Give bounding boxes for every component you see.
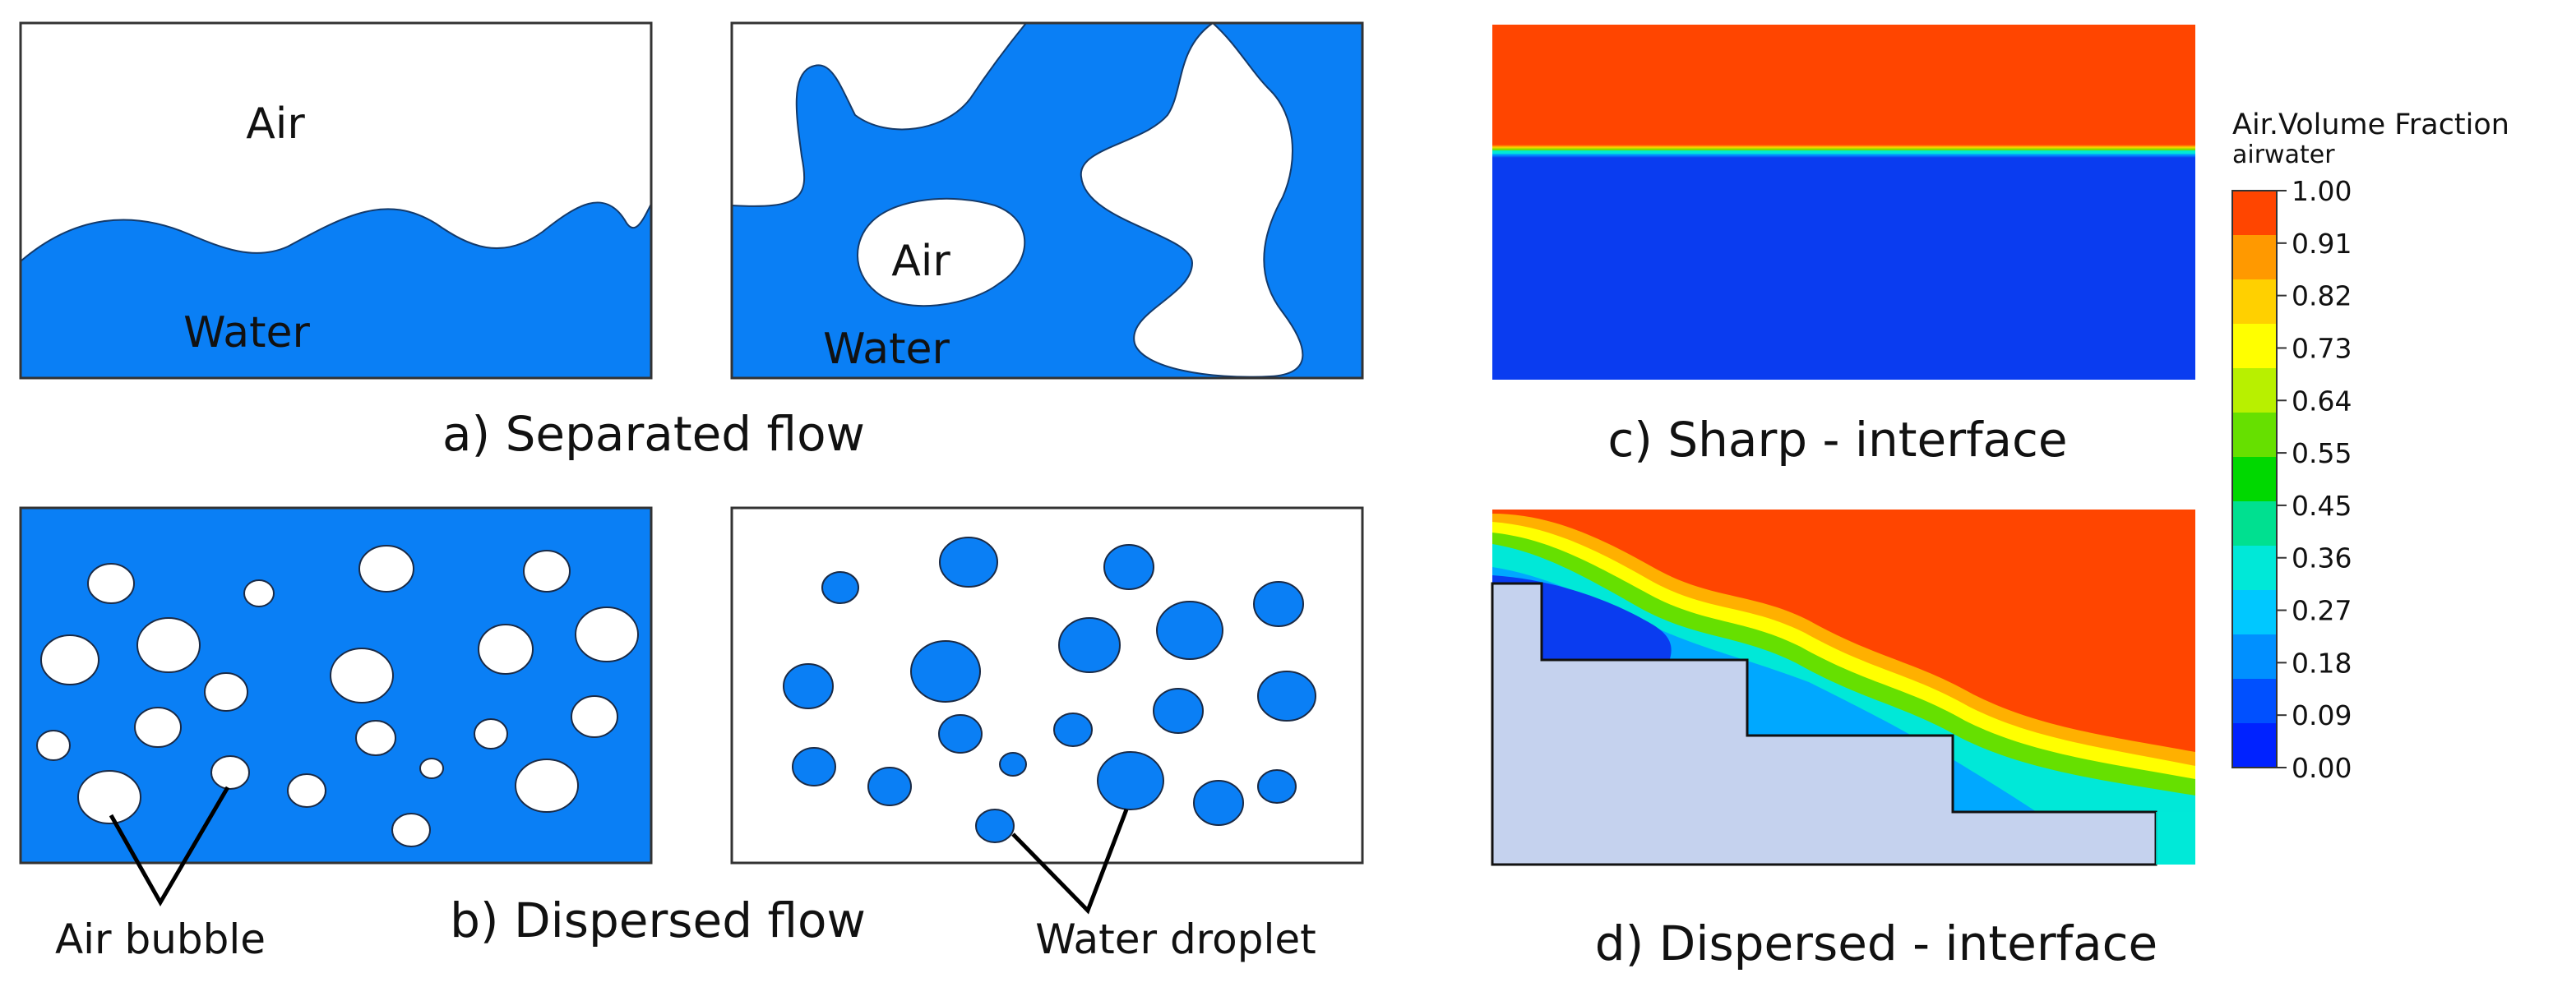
colorbar-swatch [2232, 590, 2277, 635]
droplet-callout-line [1011, 809, 1129, 915]
caption-d: d) Dispersed - interface [1595, 916, 2157, 971]
water-label-right: Water [823, 325, 950, 374]
bubble-callout-line [109, 786, 230, 907]
colorbar-swatch [2232, 501, 2277, 547]
water-droplet [1156, 601, 1223, 660]
air-bubble [575, 606, 639, 662]
air-bubble [40, 634, 99, 685]
air-phase [1492, 25, 2195, 148]
air-bubble [87, 563, 135, 604]
air-bubble [243, 579, 275, 607]
colorbar-swatch [2232, 368, 2277, 413]
panel-b-right-air [730, 506, 1364, 865]
water-droplet [792, 747, 836, 786]
colorbar-subtitle: airwater [2232, 141, 2335, 169]
air-bubble [419, 758, 444, 779]
water-droplet [975, 809, 1015, 843]
water-droplet [1103, 544, 1154, 590]
air-bubble [523, 550, 571, 593]
colorbar-title: Air.Volume Fraction [2232, 108, 2509, 141]
water-droplet [938, 714, 983, 754]
colorbar-swatch [2232, 679, 2277, 724]
air-bubble [136, 617, 201, 673]
colorbar-tick-label: 0.09 [2292, 699, 2352, 731]
colorbar-swatch [2232, 723, 2277, 768]
colorbar-ticks: 1.00 0.91 0.82 0.73 0.64 0.55 0.45 0.36 0.27 0.18… [2277, 175, 2352, 784]
colorbar-tick-label: 0.27 [2292, 595, 2352, 627]
water-droplet [1058, 617, 1121, 673]
colorbar-tick-label: 0.55 [2292, 437, 2352, 469]
colorbar-frame [2231, 190, 2278, 768]
air-bubble [287, 773, 326, 808]
water-droplet [939, 537, 998, 588]
water-droplet [1253, 581, 1304, 627]
air-bubble [391, 813, 431, 847]
air-label-right: Air [891, 237, 950, 286]
air-bubble [134, 707, 182, 748]
water-droplet [1193, 780, 1244, 826]
colorbar-swatch [2232, 457, 2277, 502]
panel-d-dispersed-interface [1491, 510, 2195, 866]
colorbar-swatch [2232, 235, 2277, 280]
air-bubble [36, 730, 71, 761]
colorbar-swatch [2232, 279, 2277, 325]
panel-b-right: Water droplet [730, 506, 1364, 963]
air-bubble [204, 672, 248, 712]
air-bubbles [36, 545, 639, 847]
air-bubble [77, 770, 141, 824]
colorbar-tick-label: 0.73 [2292, 332, 2352, 364]
air-bubble [474, 718, 508, 749]
water-droplet [867, 767, 912, 806]
water-droplet [910, 640, 981, 703]
air-pocket-top-left [731, 22, 1029, 207]
colorbar-swatches [2232, 191, 2277, 768]
air-pocket-center [857, 197, 1026, 307]
colorbar-swatch [2232, 546, 2277, 591]
air-bubble [571, 695, 618, 738]
colorbar-tick-label: 0.91 [2292, 228, 2352, 260]
colorbar-swatch [2232, 634, 2277, 680]
water-droplet-label: Water droplet [1035, 916, 1316, 963]
water-label: Water [183, 308, 310, 357]
water-droplet [999, 752, 1027, 777]
water-droplet [1097, 751, 1164, 810]
colorbar-swatch [2232, 324, 2277, 369]
water-droplet [1153, 688, 1204, 734]
colorbar-tick-label: 0.36 [2292, 542, 2352, 574]
colorbar-tick-label: 1.00 [2292, 175, 2352, 207]
panel-a-left: Air Water [19, 21, 653, 380]
water-droplet [783, 663, 834, 709]
panel-c-sharp-interface [1492, 25, 2195, 380]
air-bubble [210, 755, 250, 790]
air-bubble [515, 759, 579, 813]
air-bubble [358, 545, 414, 593]
air-bubble-label: Air bubble [55, 916, 266, 963]
colorbar-tick-label: 0.64 [2292, 385, 2352, 417]
colorbar-swatch [2232, 413, 2277, 458]
caption-a: a) Separated flow [442, 406, 865, 462]
water-droplet [1257, 671, 1316, 722]
colorbar: Air.Volume Fraction airwater 1.00 0.91 0.8… [2231, 108, 2509, 784]
colorbar-tick-label: 0.45 [2292, 490, 2352, 522]
air-bubble [330, 648, 394, 703]
air-label: Air [246, 99, 305, 149]
caption-b: b) Dispersed flow [450, 892, 866, 948]
water-droplet [1257, 769, 1297, 804]
colorbar-swatch [2232, 191, 2277, 236]
colorbar-tick-label: 0.18 [2292, 647, 2352, 679]
water-droplets [783, 537, 1316, 843]
water-droplet [821, 571, 859, 604]
air-bubble [478, 624, 534, 675]
colorbar-tick-label: 0.82 [2292, 280, 2352, 312]
air-bubble [355, 720, 396, 756]
caption-c: c) Sharp - interface [1607, 412, 2067, 468]
panel-b-left: Air bubble [19, 506, 653, 963]
air-pocket-right [1080, 21, 1304, 378]
wavy-water-region [20, 201, 652, 379]
colorbar-tick-label: 0.00 [2292, 752, 2352, 784]
stepped-solid-wall [1491, 582, 2157, 866]
panel-a-right: Air Water [730, 21, 1364, 380]
water-droplet [1053, 713, 1093, 747]
